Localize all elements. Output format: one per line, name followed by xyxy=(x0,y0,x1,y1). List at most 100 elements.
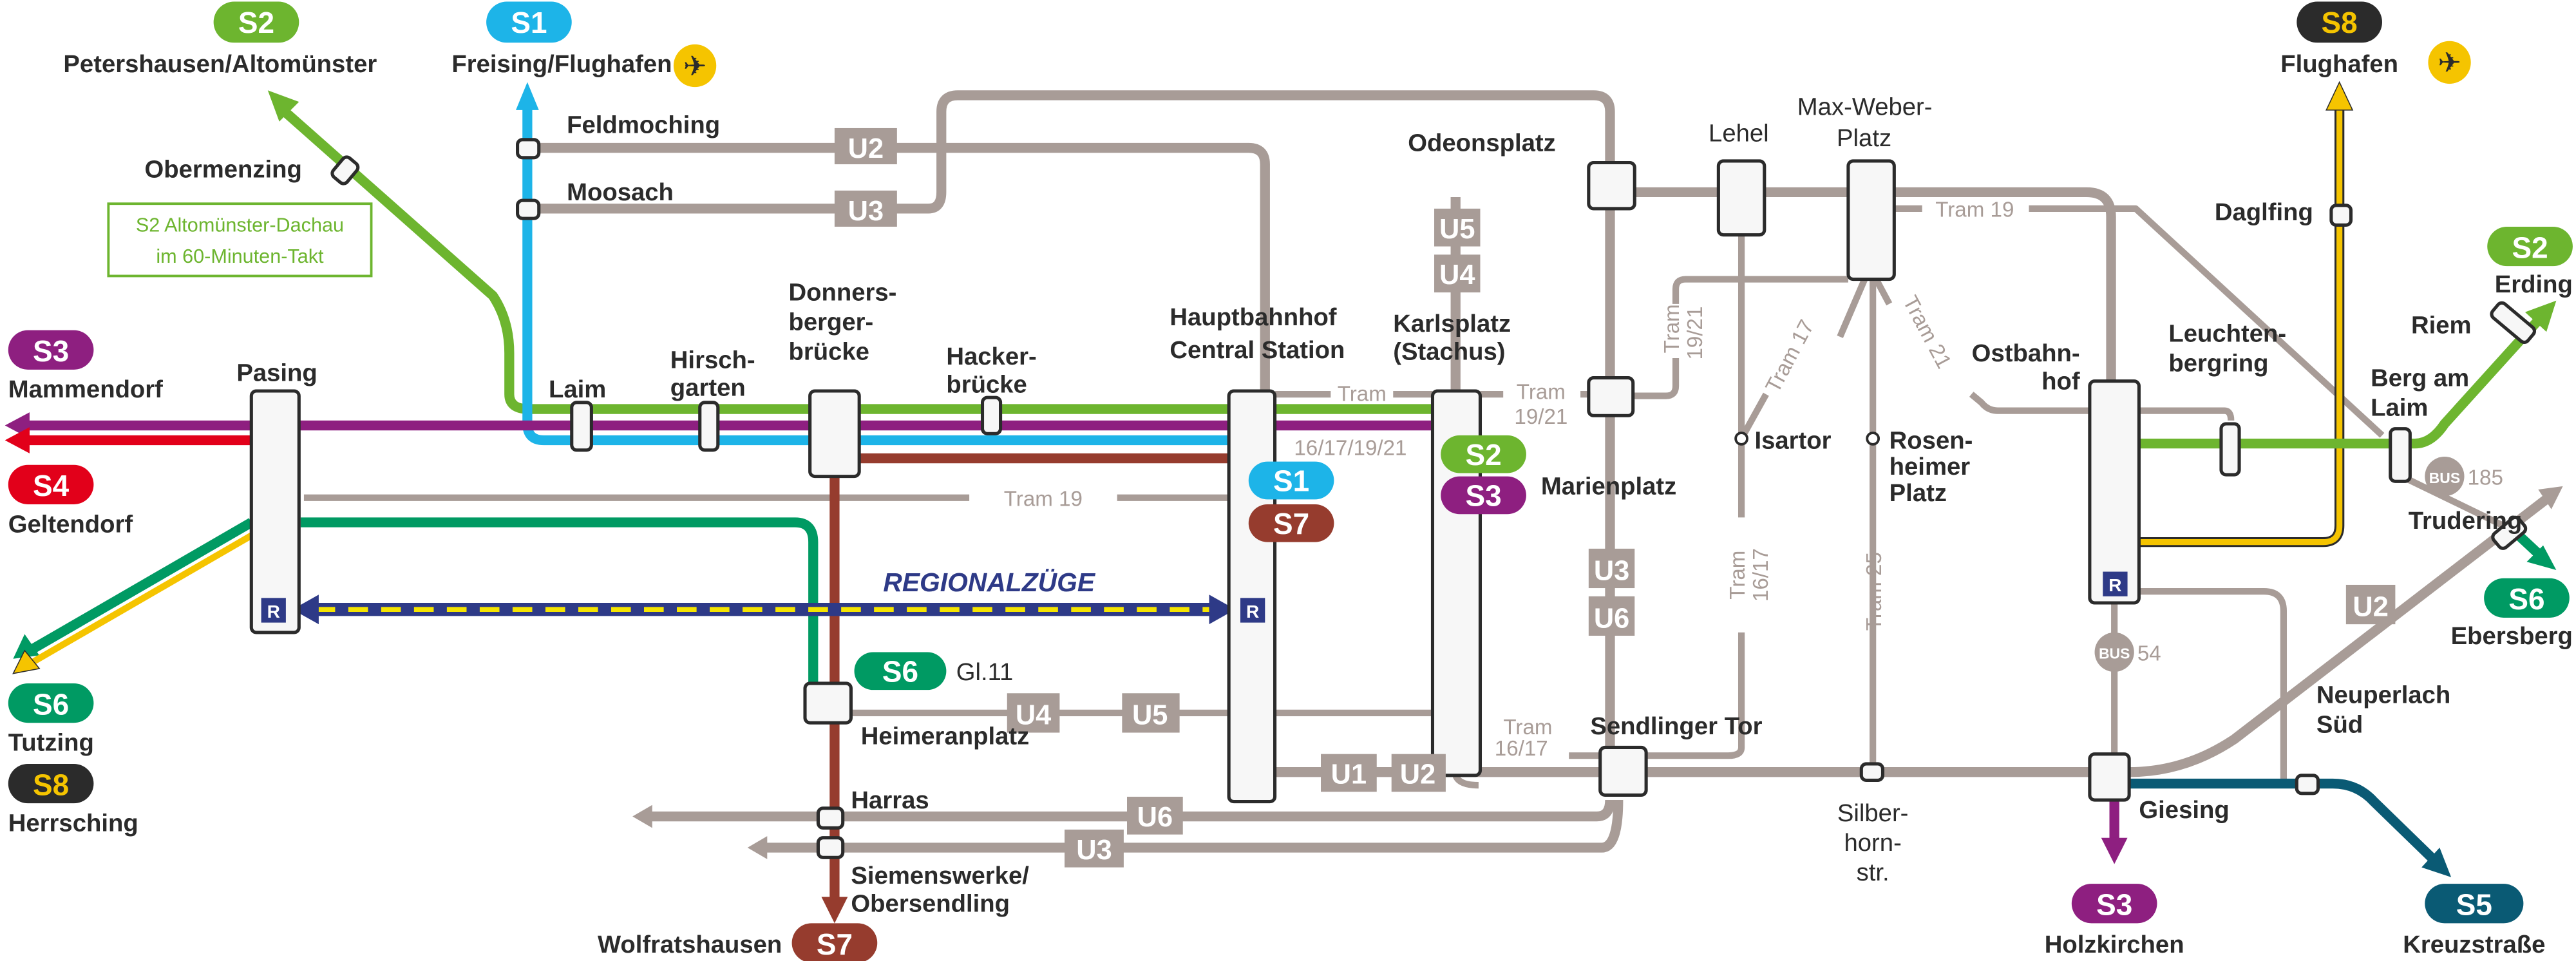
terminus-badge-s7: S7 xyxy=(817,928,853,961)
station-pasing[interactable] xyxy=(249,389,301,634)
station-moosach[interactable] xyxy=(516,198,541,220)
terminus-tutzing: Tutzing xyxy=(8,729,94,757)
station-siemenswerke[interactable] xyxy=(816,836,845,859)
station-giesing[interactable] xyxy=(2088,752,2131,802)
label-silberhornstr: Silber-horn-str. xyxy=(1837,799,1909,886)
s6-arrow-west xyxy=(13,634,40,659)
u2-badge-south: U2 xyxy=(1400,759,1435,790)
terminus-ebersberg: Ebersberg xyxy=(2451,622,2573,650)
station-rosenheimer-platz[interactable] xyxy=(1866,432,1880,446)
s2-frequency-note: S2 Altomünster-Dachau im 60-Minuten-Takt xyxy=(107,202,373,278)
station-marienplatz[interactable] xyxy=(1587,376,1635,417)
s2-arrow-east xyxy=(2524,300,2557,332)
label-isartor: Isartor xyxy=(1754,426,1831,454)
label-leuchtenbergring: Leuchten-bergring xyxy=(2168,319,2286,377)
label-marienplatz: Marienplatz xyxy=(1541,473,1676,500)
terminus-badge-s3-south: S3 xyxy=(2096,888,2132,922)
label-pasing: Pasing xyxy=(236,359,317,387)
terminus-holzkirchen: Holzkirchen xyxy=(2045,931,2184,958)
terminus-badge-s4: S4 xyxy=(33,469,70,502)
bus-54-number: 54 xyxy=(2137,642,2161,665)
label-harras: Harras xyxy=(851,786,929,814)
tram19-east-line xyxy=(1894,205,2385,438)
station-donnersbergerbruecke[interactable] xyxy=(808,389,861,479)
u1-badge: U1 xyxy=(1331,759,1367,790)
station-max-weber-platz[interactable] xyxy=(1846,159,1896,281)
u2-line-north xyxy=(538,142,1270,392)
terminus-freising: Freising/Flughafen xyxy=(451,50,672,78)
u3-arrow xyxy=(747,836,768,859)
s5-line xyxy=(2129,778,2435,861)
station-leuchtenbergring[interactable] xyxy=(2219,422,2241,477)
station-hackerbruecke[interactable] xyxy=(980,395,1003,435)
bus-icon xyxy=(2425,457,2465,497)
station-ostbahnhof[interactable] xyxy=(2088,379,2141,605)
station-lehel[interactable] xyxy=(1716,159,1766,237)
terminus-badge-s2-west: S2 xyxy=(238,6,274,39)
label-hirschgarten: Hirsch-garten xyxy=(670,346,755,401)
station-riem[interactable] xyxy=(2490,301,2537,344)
s2-arrow-west xyxy=(267,90,299,122)
s6-line-west xyxy=(30,517,819,698)
label-max-weber-platz: Max-Weber-Platz xyxy=(1797,93,1933,152)
bus-185-icon-text: BUS xyxy=(2429,470,2460,486)
regional-badge-hbf-text: R xyxy=(1246,602,1259,622)
station-labels: Obermenzing Feldmoching Moosach Pasing L… xyxy=(144,93,2522,918)
regional-badge-ostbahnhof xyxy=(2103,571,2128,596)
terminus-badge-s1: S1 xyxy=(511,6,547,39)
station-daglfing[interactable] xyxy=(2329,204,2353,227)
u2-badge-east: U2 xyxy=(2353,591,2388,622)
bus-markers: BUS 185 BUS 54 xyxy=(2094,457,2503,672)
s2-line-east xyxy=(2139,317,2543,449)
u3-badge-south: U3 xyxy=(1076,835,1112,866)
s2-badge-karlsplatz: S2 xyxy=(1465,438,1501,471)
station-heimeranplatz[interactable] xyxy=(803,681,853,725)
station-hauptbahnhof[interactable] xyxy=(1227,389,1277,804)
station-isartor[interactable] xyxy=(1734,432,1748,446)
station-berg-am-laim[interactable] xyxy=(2389,427,2412,483)
terminus-badge-s6-west: S6 xyxy=(33,687,69,721)
station-harras[interactable] xyxy=(816,806,845,830)
station-neuperlach-sued[interactable] xyxy=(2295,774,2320,795)
terminus-geltendorf: Geltendorf xyxy=(8,510,133,538)
label-trudering: Trudering xyxy=(2409,507,2522,535)
station-silberhornstr[interactable] xyxy=(1859,762,1885,783)
bus-icon xyxy=(2094,632,2134,672)
label-daglfing: Daglfing xyxy=(2215,198,2313,226)
terminus-kreuzstrasse: Kreuzstraße xyxy=(2403,931,2545,958)
label-moosach: Moosach xyxy=(567,178,674,206)
s1-badge-hbf: S1 xyxy=(1273,464,1309,498)
station-sendlinger-tor[interactable] xyxy=(1598,745,1648,797)
terminus-badge-s8-east: S8 xyxy=(2322,6,2358,39)
station-odeonsplatz[interactable] xyxy=(1587,160,1636,211)
u6-line-south xyxy=(649,799,1615,822)
tram-hbf-lines-label: 16/17/19/21 xyxy=(1294,436,1406,460)
label-sendlinger-tor: Sendlinger Tor xyxy=(1590,712,1762,740)
u4-badge-west: U4 xyxy=(1016,700,1051,731)
regional-arrow-west xyxy=(292,595,319,625)
station-hirschgarten[interactable] xyxy=(698,401,720,452)
tram21-line xyxy=(1873,278,2235,421)
terminus-badge-s8-west: S8 xyxy=(33,768,69,801)
terminus-flughafen: Flughafen xyxy=(2280,50,2398,78)
label-odeonsplatz: Odeonsplatz xyxy=(1408,129,1556,157)
s6-arrow-east xyxy=(2526,545,2557,570)
station-obermenzing[interactable] xyxy=(330,155,360,186)
s7-arrow xyxy=(821,897,848,924)
station-feldmoching[interactable] xyxy=(516,138,541,160)
platform-s6: Gl.11 xyxy=(956,658,1014,686)
label-donnersbergerbruecke: Donners-berger-brücke xyxy=(788,279,896,366)
svg-text:im 60-Minuten-Takt: im 60-Minuten-Takt xyxy=(156,245,324,267)
tram21-label: Tram 21 xyxy=(1898,292,1956,372)
u3-badge-central: U3 xyxy=(1594,555,1629,586)
u6-arrow xyxy=(632,804,652,828)
regional-label: REGIONALZÜGE xyxy=(883,567,1095,597)
station-trudering[interactable] xyxy=(2491,515,2528,550)
s8-arrow-east xyxy=(2325,81,2354,111)
station-laim[interactable] xyxy=(570,401,593,452)
